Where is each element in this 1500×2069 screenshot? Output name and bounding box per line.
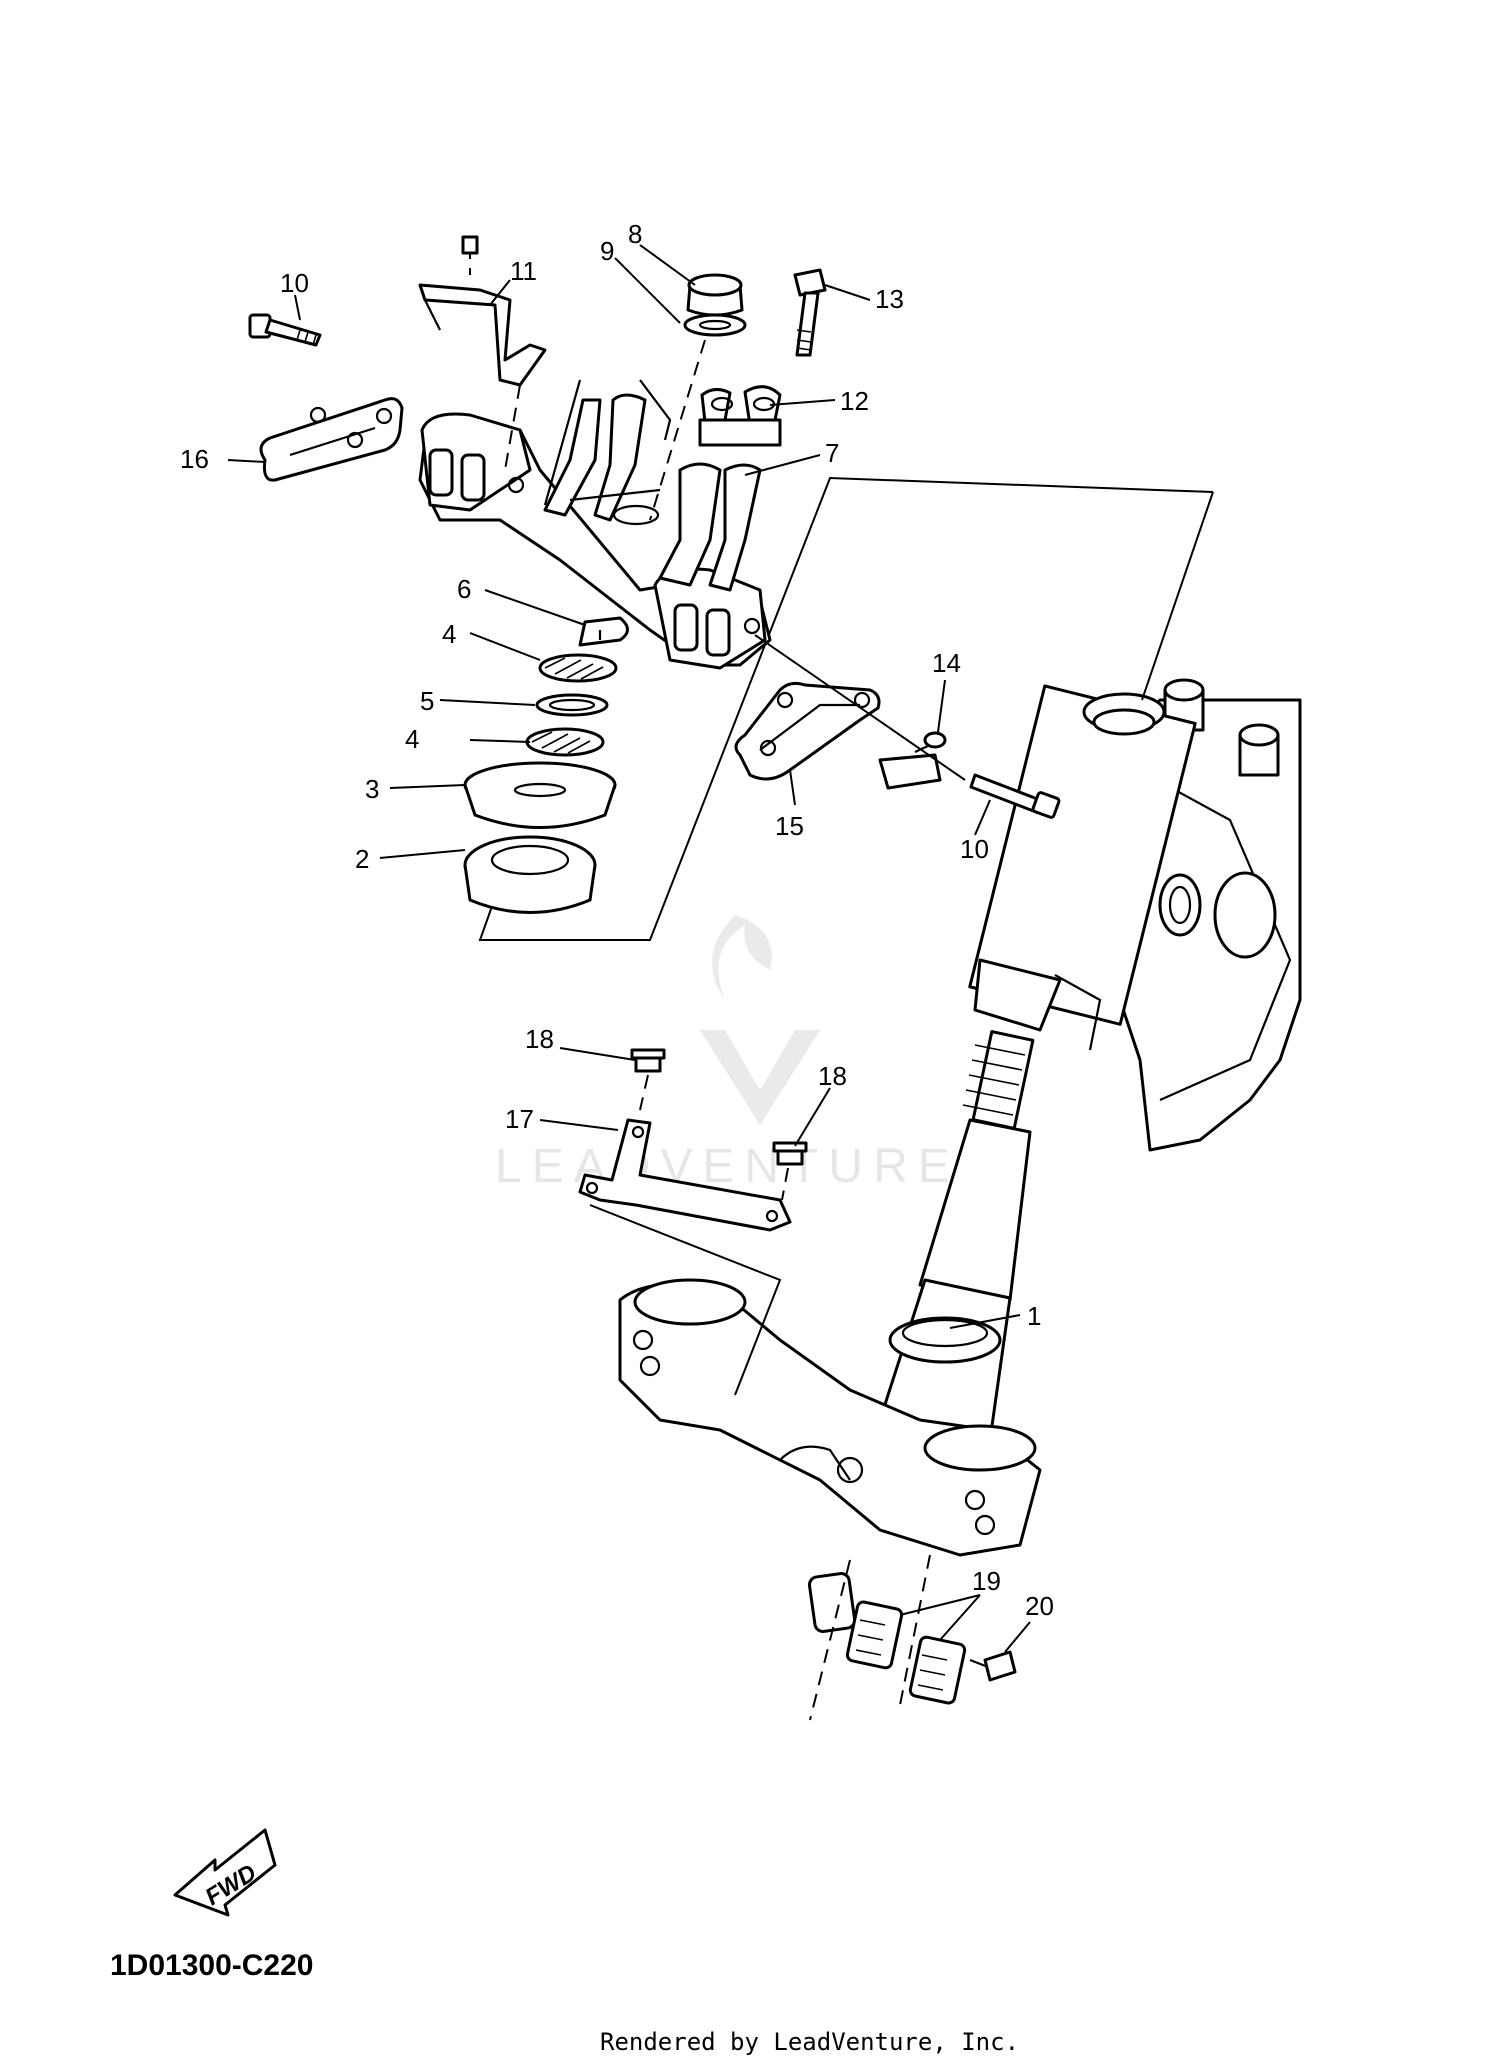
- callout-13: 13: [875, 284, 904, 314]
- callout-15: 15: [775, 811, 804, 841]
- watermark-text: LEADVENTURE: [495, 1140, 960, 1193]
- bolt-10-top: [248, 313, 322, 347]
- callout-18b: 18: [818, 1061, 847, 1091]
- lower-bracket: [618, 1278, 1042, 1557]
- cover-plate-15: [734, 681, 881, 781]
- callout-14: 14: [932, 648, 961, 678]
- callout-4b: 4: [405, 724, 419, 754]
- callout-labels: 1 2 3 4 4 5 6 7 8 9 10 10 11 12 13 14 15…: [180, 219, 1054, 1621]
- fwd-arrow: FWD: [173, 1828, 277, 1917]
- callout-20: 20: [1025, 1591, 1054, 1621]
- watermark: LEADVENTURE: [495, 915, 960, 1193]
- callout-9: 9: [600, 236, 614, 266]
- handlebar-holders: [543, 379, 782, 592]
- callout-11: 11: [510, 256, 537, 286]
- callout-18a: 18: [525, 1024, 554, 1054]
- callout-12: 12: [840, 386, 869, 416]
- bolt-10-right: [754, 634, 1061, 819]
- callout-3: 3: [365, 774, 379, 804]
- cable-clamp: [878, 731, 947, 790]
- bearing-stack: [463, 616, 629, 914]
- render-credit: Rendered by LeadVenture, Inc.: [600, 2028, 1019, 2056]
- callout-16: 16: [180, 444, 209, 474]
- bracket-stay: [578, 1048, 808, 1396]
- frame-head-pipe: [968, 678, 1302, 1152]
- fork-clamps: [807, 1554, 1017, 1721]
- cable-guide: [418, 235, 547, 471]
- cover-plate-16: [259, 397, 404, 482]
- stem-nut-set: [649, 268, 827, 521]
- callout-leaders: [227, 244, 1031, 1653]
- callout-1: 1: [1027, 1301, 1041, 1331]
- callout-7: 7: [825, 438, 839, 468]
- upper-bracket: [418, 412, 772, 670]
- callout-5: 5: [420, 686, 434, 716]
- callout-6: 6: [457, 574, 471, 604]
- callout-10a: 10: [280, 268, 309, 298]
- steering-stem: [878, 1030, 1035, 1442]
- callout-8: 8: [628, 219, 642, 249]
- diagram-code: 1D01300-C220: [110, 1949, 313, 1982]
- callout-10b: 10: [960, 834, 989, 864]
- assembly-outline: [478, 476, 1214, 941]
- callout-19: 19: [972, 1566, 1001, 1596]
- callout-4a: 4: [442, 619, 456, 649]
- callout-17: 17: [505, 1104, 534, 1134]
- callout-2: 2: [355, 844, 369, 874]
